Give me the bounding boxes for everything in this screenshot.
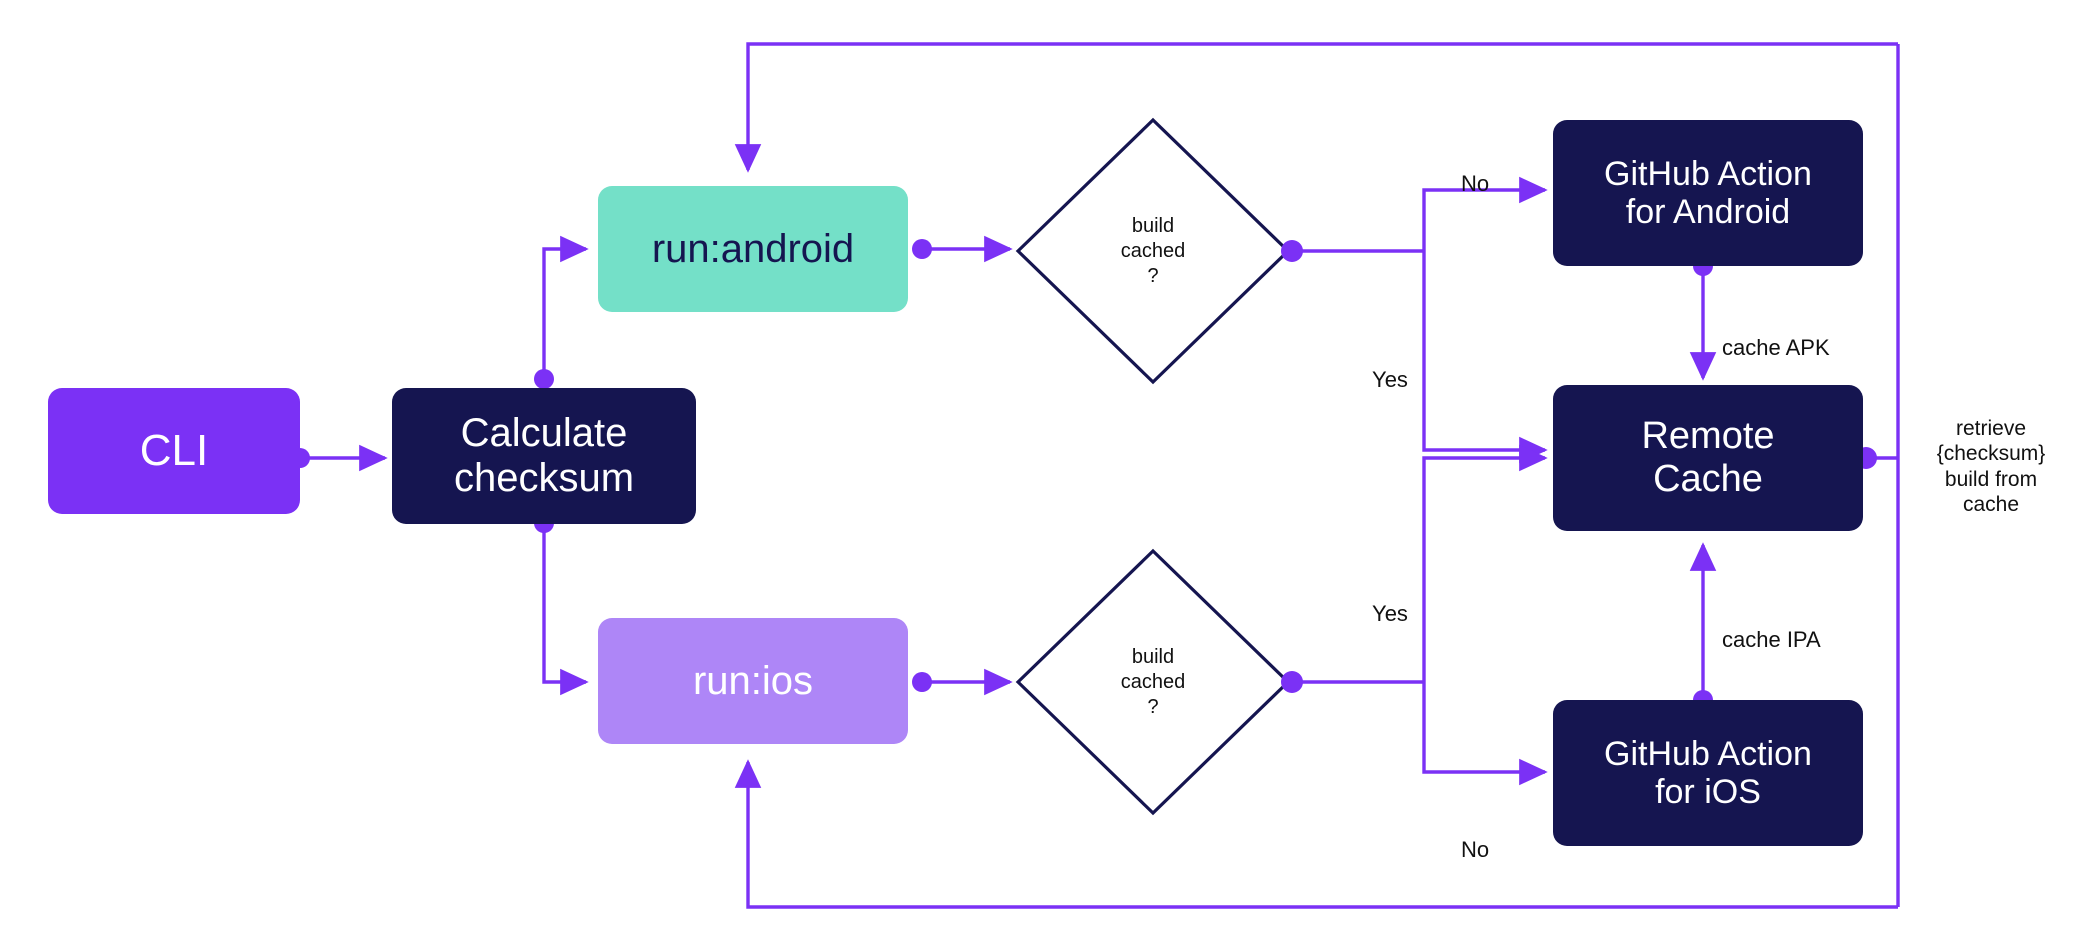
node-gha-android-label: GitHub Action for Android (1604, 154, 1812, 231)
edge-label-ios-yes-text: Yes (1372, 600, 1408, 626)
edge-label-cache-ipa-text: cache IPA (1722, 626, 1821, 652)
edge-label-ios-no-text: No (1460, 836, 1490, 862)
node-gha-android[interactable]: GitHub Action for Android (1553, 120, 1863, 266)
edge-label-ios-yes: Yes (1360, 574, 1420, 628)
node-run-android[interactable]: run:android (598, 186, 908, 312)
edge-label-android-yes: Yes (1360, 340, 1420, 394)
node-run-android-label: run:android (651, 226, 855, 271)
edge-label-cache-apk: cache APK (1722, 308, 1882, 362)
edge-decision-ios-no-to-gha (1422, 682, 1548, 786)
dot-decision-android-out (1281, 240, 1303, 262)
shape-decision-ios (1015, 548, 1291, 816)
node-decision-android-label: build cached ? (1120, 214, 1186, 287)
dot-decision-ios-out (1281, 671, 1303, 693)
edge-feedback-bottom-to-run-ios (734, 759, 1898, 909)
edge-label-retrieve-note: retrieve {checksum} build from cache (1916, 390, 2066, 518)
node-gha-ios[interactable]: GitHub Action for iOS (1553, 700, 1863, 846)
edge-checksum-to-run-ios (542, 523, 589, 696)
dot-run-ios-out (912, 672, 932, 692)
edge-label-android-yes-text: Yes (1372, 366, 1408, 392)
edge-checksum-to-run-android (542, 235, 589, 377)
edge-label-ios-no: No (1440, 810, 1510, 864)
edge-label-cache-apk-text: cache APK (1722, 334, 1830, 360)
node-decision-android[interactable]: build cached ? (1073, 211, 1233, 291)
node-decision-ios[interactable]: build cached ? (1073, 642, 1233, 722)
edge-label-android-no-text: No (1460, 170, 1490, 196)
node-decision-ios-label: build cached ? (1120, 645, 1186, 718)
node-calculate-checksum[interactable]: Calculate checksum (392, 388, 696, 524)
node-gha-ios-label: GitHub Action for iOS (1604, 734, 1812, 811)
node-remote-cache[interactable]: Remote Cache (1553, 385, 1863, 531)
shape-decision-android (1015, 117, 1291, 385)
edge-decision-android-no-to-gha (1422, 176, 1548, 251)
edge-label-retrieve-note-text: retrieve {checksum} build from cache (1936, 416, 2046, 517)
node-cli-label: CLI (139, 426, 209, 476)
node-remote-cache-label: Remote Cache (1641, 415, 1775, 500)
node-calculate-checksum-label: Calculate checksum (453, 411, 635, 500)
edge-label-android-no: No (1440, 144, 1510, 198)
edge-feedback-top-to-run-android (734, 42, 1898, 173)
node-cli[interactable]: CLI (48, 388, 300, 514)
edge-decision-ios-yes-to-cache (1422, 444, 1548, 682)
dot-run-android-out (912, 239, 932, 259)
dot-checksum-top (534, 369, 554, 389)
edge-label-cache-ipa: cache IPA (1722, 600, 1882, 654)
node-run-ios-label: run:ios (692, 658, 814, 703)
edge-decision-android-yes-to-cache (1422, 251, 1548, 464)
node-run-ios[interactable]: run:ios (598, 618, 908, 744)
